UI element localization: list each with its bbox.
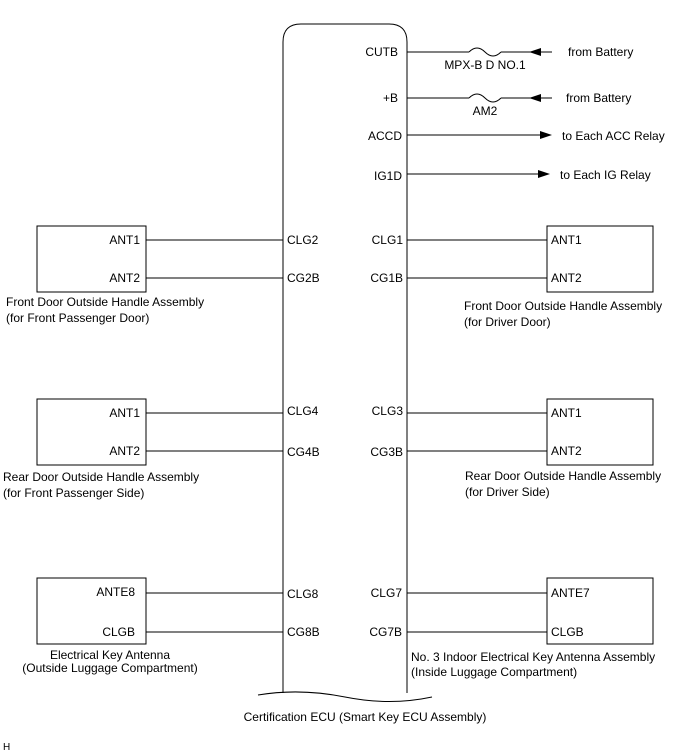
outside-luggage-antenna-box <box>36 577 147 645</box>
rear-driver-caption-2: (for Driver Side) <box>465 485 550 499</box>
pin-cg3b: CG3B <box>370 445 403 459</box>
pin-cg7b: CG7B <box>369 625 402 639</box>
pin-clg1: CLG1 <box>372 233 404 247</box>
front-passenger-ant1: ANT1 <box>109 233 140 247</box>
front-driver-ant1: ANT1 <box>551 233 582 247</box>
rear-driver-ant1: ANT1 <box>551 406 582 420</box>
rear-driver-ant2: ANT2 <box>551 444 582 458</box>
pin-cutb: CUTB <box>365 45 398 59</box>
pin-clg2: CLG2 <box>287 233 319 247</box>
rear-passenger-caption-2: (for Front Passenger Side) <box>3 486 144 500</box>
outside-luggage-clgb: CLGB <box>102 625 135 639</box>
pin-ig1d: IG1D <box>374 169 402 183</box>
pin-clg4: CLG4 <box>287 404 319 418</box>
inside-luggage-caption-1: No. 3 Indoor Electrical Key Antenna Asse… <box>411 650 655 664</box>
from-battery-label-1: from Battery <box>568 45 633 59</box>
rear-driver-handle-box <box>546 398 654 466</box>
arrow-left-icon <box>529 94 541 102</box>
to-ig-label: to Each IG Relay <box>560 168 651 182</box>
pin-cg4b: CG4B <box>287 445 320 459</box>
fuse-label-mpx: MPX-B D NO.1 <box>444 58 526 72</box>
pin-clg7: CLG7 <box>371 586 403 600</box>
front-driver-ant2: ANT2 <box>551 271 582 285</box>
pin-cg2b: CG2B <box>287 271 320 285</box>
fuse-icon <box>468 93 502 103</box>
rear-passenger-ant1: ANT1 <box>109 406 140 420</box>
rear-passenger-handle-box <box>36 398 147 466</box>
front-passenger-handle-box <box>36 225 147 293</box>
from-battery-label-2: from Battery <box>566 91 631 105</box>
front-passenger-caption-1: Front Door Outside Handle Assembly <box>6 295 204 309</box>
pin-clg3: CLG3 <box>372 404 404 418</box>
to-acc-label: to Each ACC Relay <box>562 129 665 143</box>
rear-driver-caption-1: Rear Door Outside Handle Assembly <box>465 469 661 483</box>
front-driver-handle-box <box>546 225 654 293</box>
front-passenger-ant2: ANT2 <box>109 271 140 285</box>
rear-passenger-caption-1: Rear Door Outside Handle Assembly <box>3 470 199 484</box>
pin-cg1b: CG1B <box>370 271 403 285</box>
arrow-left-icon <box>529 48 541 56</box>
inside-luggage-caption-2: (Inside Luggage Compartment) <box>411 665 577 679</box>
inside-luggage-clgb: CLGB <box>551 625 584 639</box>
front-driver-caption-2: (for Driver Door) <box>464 315 551 329</box>
outside-luggage-ante8: ANTE8 <box>96 585 135 599</box>
rear-passenger-ant2: ANT2 <box>109 444 140 458</box>
fuse-icon <box>468 47 502 57</box>
front-driver-caption-1: Front Door Outside Handle Assembly <box>464 299 662 313</box>
front-passenger-caption-2: (for Front Passenger Door) <box>6 311 149 325</box>
ecu-caption: Certification ECU (Smart Key ECU Assembl… <box>244 710 487 724</box>
inside-luggage-ante7: ANTE7 <box>551 586 590 600</box>
ecu-body <box>282 23 408 693</box>
figure-code: H <box>3 742 10 753</box>
arrow-right-icon <box>540 131 552 139</box>
pin-clg8: CLG8 <box>287 587 319 601</box>
fuse-label-am2: AM2 <box>473 104 498 118</box>
inside-luggage-antenna-box <box>546 577 654 645</box>
outside-luggage-caption-2: (Outside Luggage Compartment) <box>22 661 197 675</box>
ecu-break-line <box>257 691 433 702</box>
outside-luggage-caption-1: Electrical Key Antenna <box>50 648 170 662</box>
pin-cg8b: CG8B <box>287 625 320 639</box>
pin-b: +B <box>383 91 398 105</box>
arrow-right-icon <box>538 170 550 178</box>
pin-accd: ACCD <box>368 129 402 143</box>
